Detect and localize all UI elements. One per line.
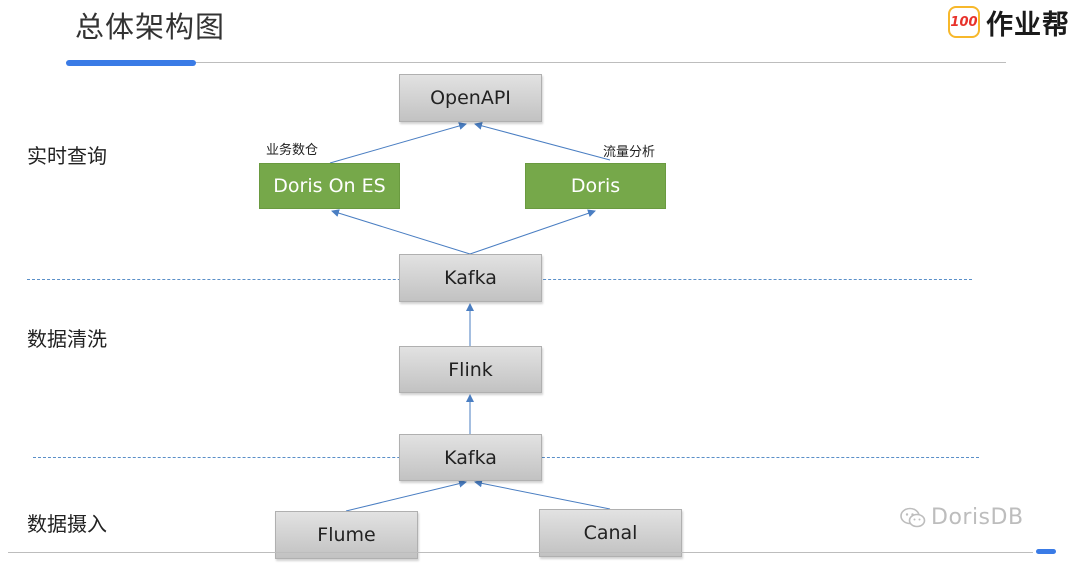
arrow-kafka-to-doris (469, 209, 596, 255)
node-flume: Flume (275, 511, 418, 559)
arrow-doris-to-openapi (474, 121, 611, 161)
section-label-data-ingestion: 数据摄入 (27, 512, 107, 536)
node-openapi: OpenAPI (399, 74, 542, 122)
page-title: 总体架构图 (75, 10, 226, 44)
arrow-canal-to-kafka (474, 479, 611, 510)
node-flink: Flink (399, 346, 542, 393)
node-doris-on-es: Doris On ES (259, 163, 400, 209)
node-doris: Doris (525, 163, 666, 209)
section-label-realtime-query: 实时查询 (27, 144, 107, 168)
title-accent-bar (66, 60, 196, 66)
arrow-flume-to-kafka (345, 479, 467, 512)
footer-divider (8, 552, 1033, 553)
label-traffic-analysis: 流量分析 (603, 145, 656, 160)
node-canal: Canal (539, 509, 682, 557)
node-kafka-bottom: Kafka (399, 434, 542, 481)
logo-text: 作业帮 (986, 9, 1070, 41)
logo-badge-icon: 100 (948, 6, 980, 38)
watermark-text: DorisDB (931, 505, 1024, 530)
title-divider (66, 62, 1006, 63)
section-label-data-cleaning: 数据清洗 (27, 327, 107, 351)
arrow-kafka-to-doris-on-es (331, 209, 471, 255)
watermark: DorisDB (900, 505, 1024, 530)
label-business-warehouse: 业务数仓 (266, 143, 319, 158)
wechat-icon (900, 507, 926, 527)
node-kafka-top: Kafka (399, 254, 542, 302)
arrow-doris-on-es-to-openapi (329, 122, 467, 164)
company-logo: 100 作业帮 (948, 2, 1070, 42)
footer-accent-bar (1036, 549, 1056, 554)
